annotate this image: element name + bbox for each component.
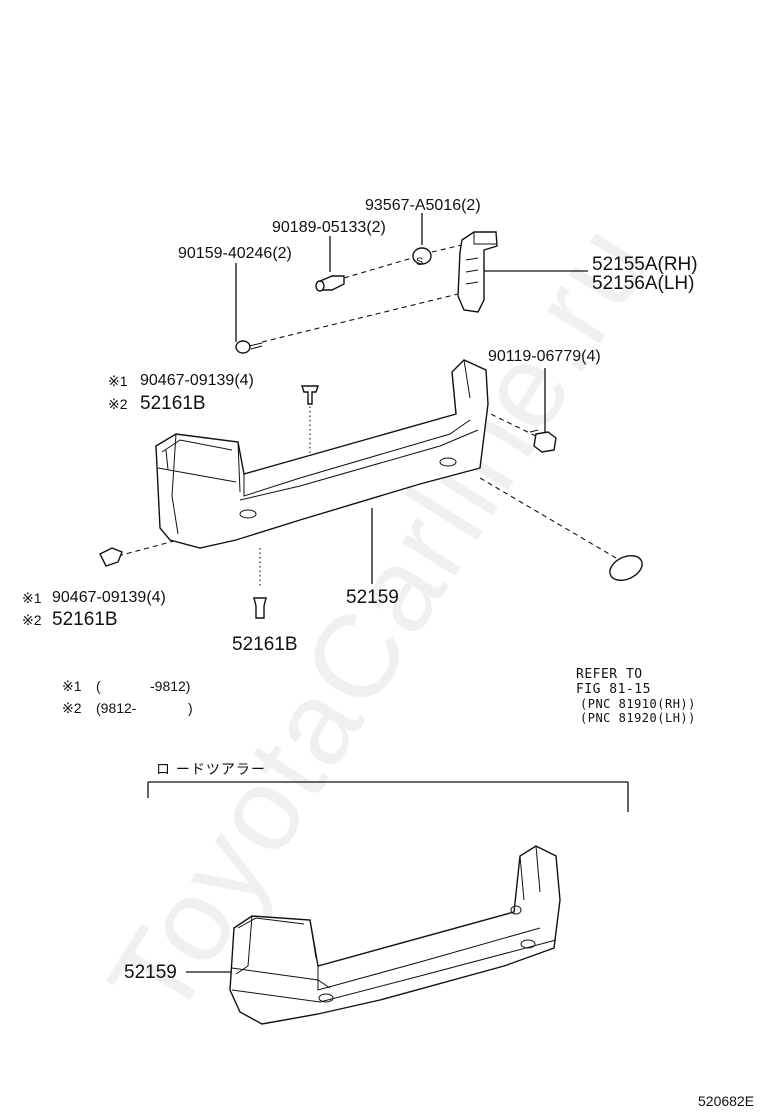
label-90119: 90119-06779(4) — [488, 348, 601, 365]
refer-line-2: FIG 81-15 — [576, 682, 651, 697]
dash-90189-s — [343, 257, 413, 279]
refer-line-1: REFER TO — [576, 667, 643, 682]
clip-bottom-icon — [253, 597, 267, 619]
note-2-close: ) — [188, 700, 193, 716]
note-1-mark: ※1 — [62, 678, 82, 694]
dash-clip-left — [117, 539, 179, 557]
label-90159: 90159-40246(2) — [178, 245, 292, 262]
note-2-open: (9812- — [96, 700, 137, 716]
label-clip-top-2: 52161B — [140, 393, 206, 414]
note-2-mark: ※2 — [62, 700, 82, 716]
screw-90159-icon — [235, 340, 263, 354]
label-52161b-bottom: 52161B — [232, 634, 298, 655]
rear-bumper-upper — [155, 359, 489, 549]
mark-2-left: ※2 — [22, 612, 42, 628]
bolt-90189-icon — [315, 275, 345, 292]
clip-top-icon — [301, 385, 319, 405]
clip-left-icon — [99, 547, 123, 567]
mark-1-left: ※1 — [22, 590, 42, 606]
figure-code: 520682E — [698, 1093, 755, 1109]
label-52155: 52155A(RH) — [592, 254, 698, 275]
rear-bumper-lower — [229, 845, 561, 1025]
label-52159-lower: 52159 — [124, 962, 177, 983]
mark-2-top: ※2 — [108, 396, 128, 412]
reflector-icon — [609, 555, 643, 581]
variant-bracket — [147, 781, 629, 812]
note-1-open: ( — [96, 678, 101, 694]
bumper-bracket — [457, 231, 498, 313]
bolt-90119-icon — [529, 429, 557, 453]
note-1-close: -9812) — [150, 678, 191, 694]
dash-bumper-reflector — [479, 477, 617, 559]
refer-line-4: (PNC 81920(LH)) — [580, 711, 696, 725]
label-52159: 52159 — [346, 587, 399, 608]
label-93567: 93567-A5016(2) — [365, 197, 481, 214]
variant-header: ロ ードツアラー — [156, 761, 266, 777]
label-52156: 52156A(LH) — [592, 273, 695, 294]
label-90189: 90189-05133(2) — [272, 219, 386, 236]
dash-90159-bracket — [261, 293, 459, 343]
dash-s-bracket — [431, 243, 467, 253]
mark-1-top: ※1 — [108, 373, 128, 389]
nut-s-icon — [412, 247, 432, 265]
dash-90119-bumper — [469, 403, 537, 437]
label-clip-left-1: 90467-09139(4) — [52, 589, 166, 606]
label-clip-top-1: 90467-09139(4) — [140, 372, 254, 389]
label-bolt-s: S — [416, 256, 424, 268]
refer-line-3: (PNC 81910(RH)) — [580, 697, 696, 711]
label-clip-left-2: 52161B — [52, 609, 118, 630]
